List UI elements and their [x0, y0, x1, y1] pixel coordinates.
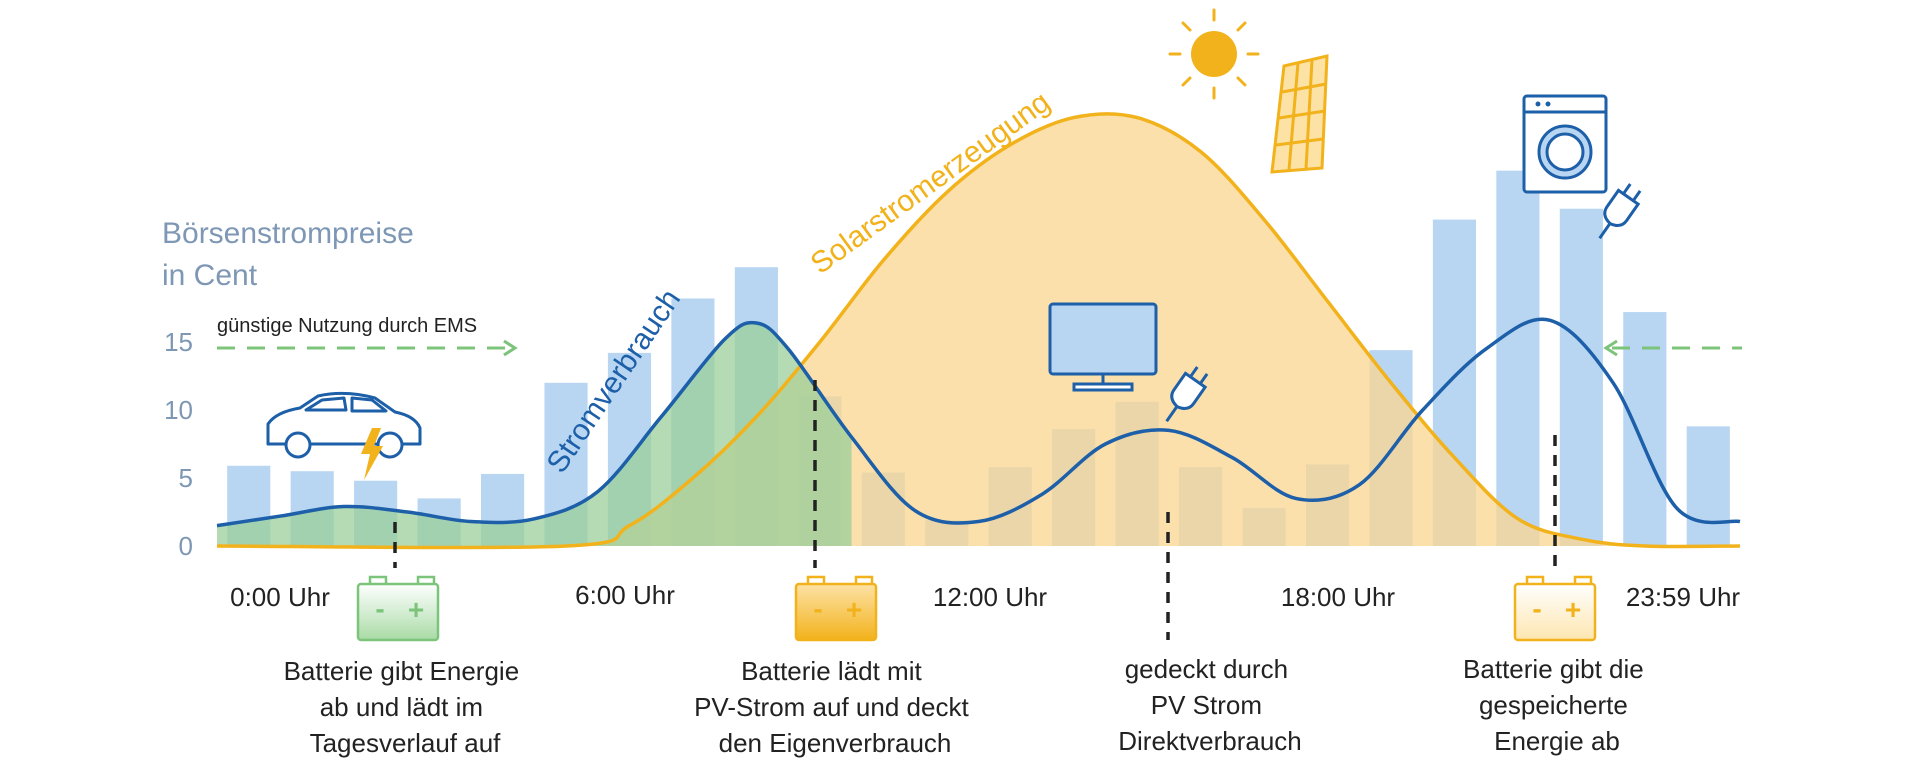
- solar-generation-area: [217, 113, 1740, 548]
- svg-text:-: -: [375, 593, 384, 624]
- plug-icon: [1165, 366, 1209, 423]
- annotation-line: Batterie gibt die: [1463, 654, 1644, 684]
- annotation-battery-release: Batterie gibt die gespeicherte Energie a…: [1463, 654, 1651, 756]
- ems-arrow-left: [217, 339, 518, 357]
- annotation-direct-use: gedeckt durch PV Strom Direktverbrauch: [1118, 654, 1302, 756]
- plug-icon: [1598, 183, 1642, 240]
- y-tick-label: 15: [164, 327, 193, 357]
- battery-icon-orange: - +: [794, 575, 878, 642]
- consumption-line: [216, 317, 1741, 528]
- battery-icon-light-orange: - +: [1513, 575, 1597, 642]
- svg-text:-: -: [1532, 593, 1541, 624]
- leader-lines: [393, 380, 1557, 640]
- annotation-battery-discharge: Batterie gibt Energie ab und lädt im Tag…: [284, 656, 527, 758]
- annotation-line: PV Strom: [1151, 690, 1262, 720]
- x-tick-label: 0:00 Uhr: [230, 582, 330, 612]
- y-tick-label: 0: [179, 531, 193, 561]
- price-bar: [1686, 426, 1730, 546]
- annotation-line: Energie ab: [1494, 726, 1620, 756]
- ems-arrow-right: [1603, 339, 1742, 357]
- y-axis-title: Börsenstrompreise in Cent: [162, 217, 422, 292]
- ems-note: günstige Nutzung durch EMS: [217, 315, 477, 337]
- electric-car-icon: [266, 391, 422, 480]
- y-axis-title-line-2: in Cent: [162, 259, 258, 292]
- x-tick-label: 6:00 Uhr: [575, 580, 675, 610]
- annotation-line: Direktverbrauch: [1118, 726, 1302, 756]
- y-axis-title-line-1: Börsenstrompreise: [162, 217, 414, 250]
- x-tick-label: 12:00 Uhr: [933, 582, 1048, 612]
- solar-generation-line: [216, 112, 1741, 550]
- x-axis-ticks: 0:00 Uhr 6:00 Uhr 12:00 Uhr 18:00 Uhr 23…: [230, 580, 1740, 612]
- annotation-line: Tagesverlauf auf: [310, 728, 502, 758]
- y-tick-label: 5: [179, 463, 193, 493]
- annotation-line: PV-Strom auf und deckt: [694, 692, 969, 722]
- solar-panel-icon: [1270, 54, 1329, 174]
- annotation-line: den Eigenverbrauch: [719, 728, 952, 758]
- sun-icon: [1168, 8, 1260, 100]
- svg-text:+: +: [408, 594, 424, 625]
- y-tick-label: 10: [164, 395, 193, 425]
- svg-text:+: +: [846, 594, 862, 625]
- svg-text:-: -: [813, 593, 822, 624]
- monitor-icon: [1048, 302, 1158, 392]
- x-tick-label: 18:00 Uhr: [1281, 582, 1396, 612]
- price-bar: [1623, 312, 1667, 546]
- annotation-line: ab und lädt im: [320, 692, 483, 722]
- svg-text:+: +: [1565, 594, 1581, 625]
- annotation-line: gedeckt durch: [1125, 654, 1288, 684]
- price-bar: [1559, 208, 1603, 546]
- price-bar: [1496, 170, 1540, 546]
- annotation-battery-charge: Batterie lädt mit PV-Strom auf und deckt…: [694, 656, 976, 758]
- annotation-line: Batterie gibt Energie: [284, 656, 520, 686]
- y-axis-ticks: 0 5 10 15: [164, 327, 193, 561]
- washing-machine-icon: [1522, 94, 1608, 194]
- annotation-line: Batterie lädt mit: [741, 656, 922, 686]
- x-tick-label: 23:59 Uhr: [1626, 582, 1741, 612]
- annotation-line: gespeicherte: [1479, 690, 1628, 720]
- battery-icon-green: - +: [356, 575, 440, 642]
